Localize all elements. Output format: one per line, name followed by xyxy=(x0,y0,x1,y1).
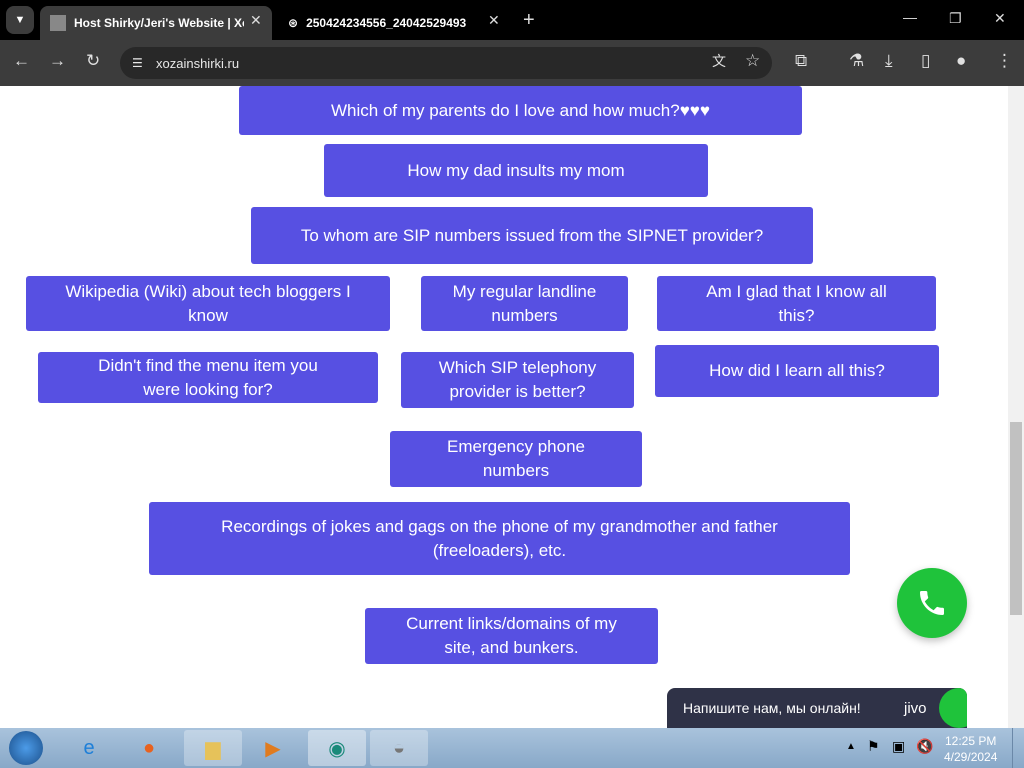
reload-icon[interactable]: ↻ xyxy=(86,51,101,70)
chat-status-icon xyxy=(939,688,967,728)
menu-button[interactable]: Am I glad that I know all this? xyxy=(657,276,936,331)
menu-button[interactable]: To whom are SIP numbers issued from the … xyxy=(251,207,813,264)
back-icon[interactable]: ← xyxy=(13,51,30,70)
start-button[interactable] xyxy=(2,730,50,766)
page-content: Which of my parents do I love and how mu… xyxy=(0,86,1008,728)
app-icon[interactable]: ◒ xyxy=(370,730,428,766)
show-desktop-button[interactable] xyxy=(1012,728,1024,768)
menu-button[interactable]: Recordings of jokes and gags on the phon… xyxy=(149,502,850,575)
close-tab-icon[interactable]: ✕ xyxy=(250,12,262,28)
menu-icon[interactable]: ⋮ xyxy=(996,51,1013,70)
network-icon[interactable]: ▣ xyxy=(892,738,906,754)
site-info-icon[interactable]: ☰ xyxy=(132,56,143,70)
forward-icon[interactable]: → xyxy=(49,51,66,70)
explorer-icon[interactable]: ▆ xyxy=(184,730,242,766)
labs-icon[interactable]: ⚗ xyxy=(849,51,865,70)
download-icon[interactable]: ⤓ xyxy=(885,51,893,70)
address-bar[interactable]: ☰ xozainshirki.ru xyxy=(120,47,772,79)
firefox-icon[interactable]: ● xyxy=(142,736,156,759)
globe-icon: ⊛ xyxy=(288,16,299,30)
jivo-logo: jivo xyxy=(904,699,927,717)
menu-button[interactable]: How did I learn all this? xyxy=(655,345,939,397)
menu-button[interactable]: Emergency phone numbers xyxy=(390,431,642,487)
favicon-icon xyxy=(50,15,66,31)
minimize-icon[interactable]: — xyxy=(903,9,917,25)
toolbar: ☰ xozainshirki.ru xyxy=(0,40,1024,86)
menu-button[interactable]: Current links/domains of my site, and bu… xyxy=(365,608,658,664)
clock[interactable]: 12:25 PM 4/29/2024 xyxy=(944,734,998,764)
side-panel-icon[interactable]: ▯ xyxy=(921,51,931,70)
phone-icon xyxy=(920,591,944,615)
extensions-icon[interactable]: ⧉ xyxy=(795,51,808,70)
tab-inactive[interactable]: ⊛ 250424234556_24042529493 xyxy=(288,16,467,30)
chat-widget[interactable]: Напишите нам, мы онлайн! jivo xyxy=(667,688,967,728)
menu-button[interactable]: Wikipedia (Wiki) about tech bloggers I k… xyxy=(26,276,390,331)
tab-strip: ▼ Host Shirky/Jeri's Website | Xo ✕ ⊛ 25… xyxy=(0,0,1024,40)
star-icon[interactable]: ☆ xyxy=(745,51,761,70)
taskbar: e ● ▆ ▶ ◉ ◒ ▲ ⚑ ▣ 🔇 12:25 PM 4/29/2024 xyxy=(0,728,1024,768)
ie-icon[interactable]: e xyxy=(83,736,95,759)
translate-icon[interactable]: 文 xyxy=(712,53,726,69)
flag-icon[interactable]: ⚑ xyxy=(867,738,880,754)
menu-button[interactable]: Which SIP telephony provider is better? xyxy=(401,352,634,408)
tray-expand-icon[interactable]: ▲ xyxy=(846,741,856,752)
call-button[interactable] xyxy=(897,568,967,638)
menu-button[interactable]: How my dad insults my mom xyxy=(324,144,708,197)
close-tab-icon[interactable]: ✕ xyxy=(488,12,500,28)
scrollbar-thumb[interactable] xyxy=(1010,422,1022,615)
tab-search-button[interactable]: ▼ xyxy=(6,6,34,34)
volume-muted-icon[interactable]: 🔇 xyxy=(916,738,934,754)
menu-button[interactable]: Didn't find the menu item you were looki… xyxy=(38,352,378,403)
profile-icon[interactable]: ● xyxy=(956,51,967,70)
scrollbar[interactable] xyxy=(1008,86,1024,728)
new-tab-icon[interactable]: + xyxy=(523,9,535,31)
menu-button[interactable]: My regular landline numbers xyxy=(421,276,628,331)
restore-icon[interactable]: ❐ xyxy=(949,10,962,26)
media-player-icon[interactable]: ▶ xyxy=(265,737,281,760)
tab-active[interactable]: Host Shirky/Jeri's Website | Xo xyxy=(40,6,272,40)
edge-icon[interactable]: ◉ xyxy=(308,730,366,766)
menu-button[interactable]: Which of my parents do I love and how mu… xyxy=(239,86,802,135)
window-close-icon[interactable]: ✕ xyxy=(994,10,1006,26)
